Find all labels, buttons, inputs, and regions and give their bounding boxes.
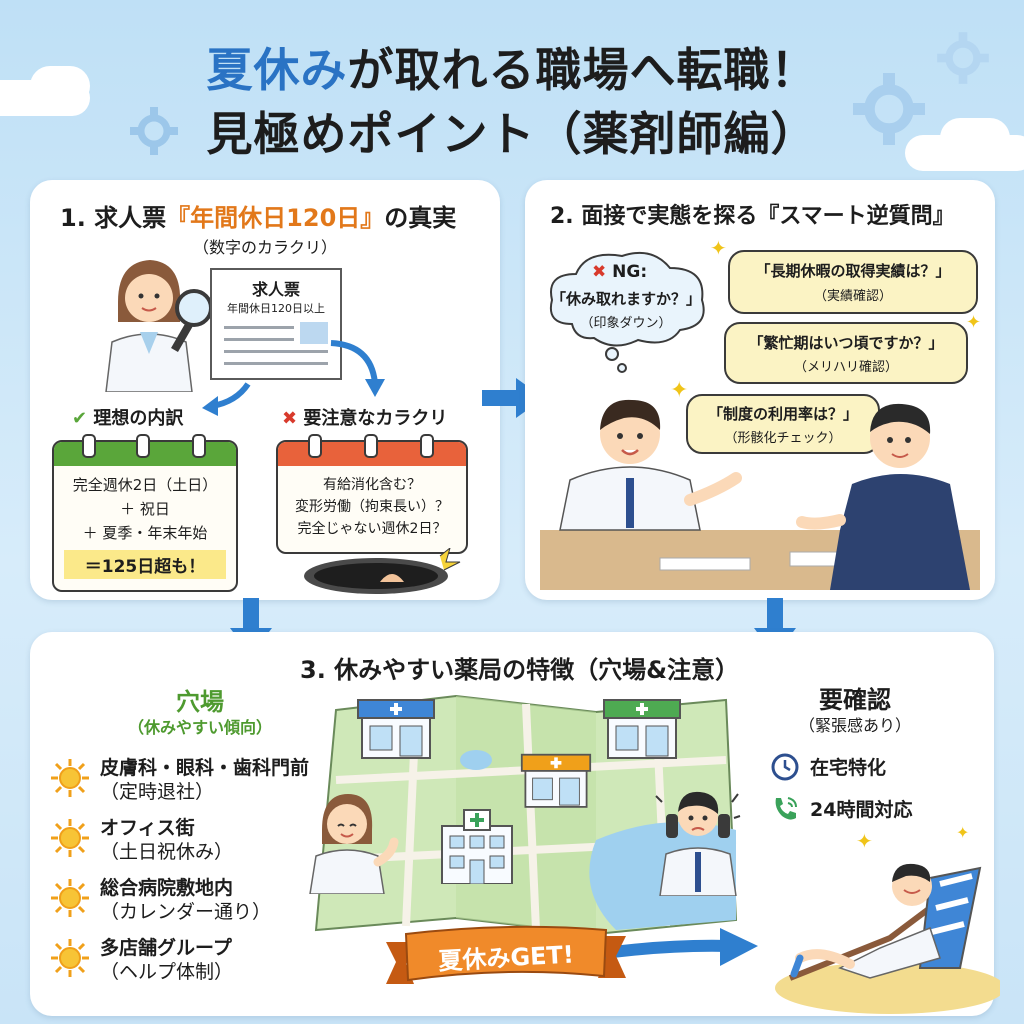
question-note: （メリハリ確認）	[793, 360, 898, 375]
arrow-to-caution	[330, 340, 385, 397]
good-item-sub: （土日祝休み）	[100, 841, 234, 863]
interview-scene-illustration	[540, 399, 980, 590]
title-accent: 夏休み	[206, 43, 348, 97]
good-item: オフィス街 （土日祝休み）	[100, 816, 233, 864]
ideal-result: ＝125日超も！	[64, 550, 226, 579]
ng-label-text: NG:	[612, 262, 648, 282]
check-item-label: 24時間対応	[810, 799, 913, 821]
ideal-line: 完全週休2日（土日）	[72, 476, 218, 494]
section1-title-highlight: 『年間休日120日』	[166, 204, 385, 232]
good-item-sub: （ヘルプ体制）	[100, 961, 234, 983]
page-title: 夏休みが取れる職場へ転職！	[0, 34, 1024, 100]
good-item-main: 皮膚科・眼科・歯科門前	[100, 757, 310, 779]
ng-note: （印象ダウン）	[580, 316, 672, 331]
caution-line: 完全じゃない週休2日？	[297, 521, 447, 537]
arrow-to-ideal	[202, 382, 251, 416]
ng-thought-cloud	[550, 252, 705, 373]
check-icon: ✔	[72, 408, 88, 429]
question-text: 「繁忙期はいつ頃ですか？」	[748, 334, 944, 352]
manhole-trap-illustration	[304, 548, 461, 594]
sparkle-icon: ✦	[670, 378, 689, 403]
good-item: 多店舗グループ （ヘルプ体制）	[100, 936, 233, 984]
title-rest: が取れる職場へ転職！	[347, 43, 818, 97]
caution-calendar: 有給消化含む？ 変形労働（拘束長い）？ 完全じゃない週休2日？	[276, 434, 468, 554]
document-line: 年間休日120日以上	[227, 302, 325, 315]
check-item-label: 在宅特化	[810, 757, 887, 779]
ideal-line: ＋ 祝日	[120, 500, 170, 518]
good-item-main: 総合病院敷地内	[100, 877, 234, 899]
good-item-main: オフィス街	[100, 817, 195, 839]
question-bubble: 「長期休暇の取得実績は？」 （実績確認）	[728, 250, 978, 314]
caution-line: 有給消化含む？	[323, 477, 421, 493]
section1-title: 1. 求人票『年間休日120日』の真実	[60, 198, 456, 233]
good-item: 皮膚科・眼科・歯科門前 （定時退社）	[100, 756, 309, 804]
gear-icon	[853, 73, 925, 145]
job-posting-document: 求人票 年間休日120日以上	[210, 268, 342, 380]
document-title: 求人票	[251, 280, 300, 299]
check-title: 要確認	[819, 686, 891, 714]
cross-icon: ✖	[282, 408, 298, 429]
ideal-label: ✔ 理想の内訳	[72, 404, 183, 430]
section3-title: 3. 休みやすい薬局の特徴（穴場&注意）	[300, 656, 740, 684]
phone-icon	[775, 797, 797, 820]
ideal-label-text: 理想の内訳	[93, 408, 184, 429]
sun-icon	[51, 759, 89, 797]
caution-label-text: 要注意なカラクリ	[303, 408, 448, 429]
question-text: 「制度の利用率は？」	[707, 405, 858, 423]
question-note: （実績確認）	[813, 289, 892, 304]
caution-line: 変形労働（拘束長い）？	[295, 499, 449, 515]
background-cloud	[30, 66, 90, 106]
cross-icon: ✖	[592, 262, 607, 282]
good-item-sub: （カレンダー通り）	[100, 901, 272, 923]
section2-title: 2. 面接で実態を探る『スマート逆質問』	[550, 204, 955, 229]
pharmacy-store-icon	[357, 699, 435, 759]
page-title-line2: 見極めポイント（薬剤師編）	[206, 107, 818, 161]
sun-icon	[51, 819, 89, 857]
sun-icon	[51, 939, 89, 977]
ideal-line: ＋ 夏季・年末年始	[82, 524, 208, 542]
happy-pharmacist-illustration	[309, 794, 399, 894]
busy-pharmacist-illustration	[655, 791, 741, 896]
banner-ribbon	[386, 925, 626, 984]
beach-vacation-illustration: ✦ ✦	[775, 823, 1000, 1014]
good-item: 総合病院敷地内 （カレンダー通り）	[100, 876, 271, 924]
svg-text:✦: ✦	[856, 829, 873, 853]
pharmacist-woman-illustration	[105, 260, 213, 392]
good-subtitle: （休みやすい傾向）	[127, 718, 272, 737]
ng-question: 「休み取れますか？」	[550, 290, 701, 308]
ng-label: ✖ NG:	[592, 262, 647, 282]
pharmacy-store-icon	[520, 753, 592, 808]
hospital-building-icon	[441, 809, 513, 884]
section1-title-suffix: の真実	[384, 204, 457, 232]
svg-text:✦: ✦	[956, 823, 969, 842]
clock-icon	[771, 753, 799, 781]
question-note: （形骸化チェック）	[724, 431, 842, 446]
section1-title-prefix: 1. 求人票	[60, 204, 167, 232]
good-item-sub: （定時退社）	[100, 781, 215, 803]
caution-label: ✖ 要注意なカラクリ	[282, 404, 447, 430]
question-bubble: 「繁忙期はいつ頃ですか？」 （メリハリ確認）	[724, 322, 968, 384]
good-title: 穴場	[176, 688, 224, 716]
background-cloud	[940, 118, 1010, 158]
good-item-main: 多店舗グループ	[100, 937, 232, 959]
sparkle-icon: ✦	[966, 312, 982, 333]
pharmacy-store-icon	[603, 699, 681, 759]
check-subtitle: （緊張感あり）	[798, 716, 911, 735]
sparkle-icon: ✦	[710, 236, 727, 260]
sun-icon	[51, 879, 89, 917]
gear-icon	[937, 32, 989, 84]
section1-subtitle: （数字のカラクリ）	[192, 238, 337, 257]
question-text: 「長期休暇の取得実績は？」	[755, 262, 951, 280]
gear-icon	[130, 107, 178, 155]
ideal-calendar: 完全週休2日（土日） ＋ 祝日 ＋ 夏季・年末年始 ＝125日超も！	[52, 434, 238, 592]
